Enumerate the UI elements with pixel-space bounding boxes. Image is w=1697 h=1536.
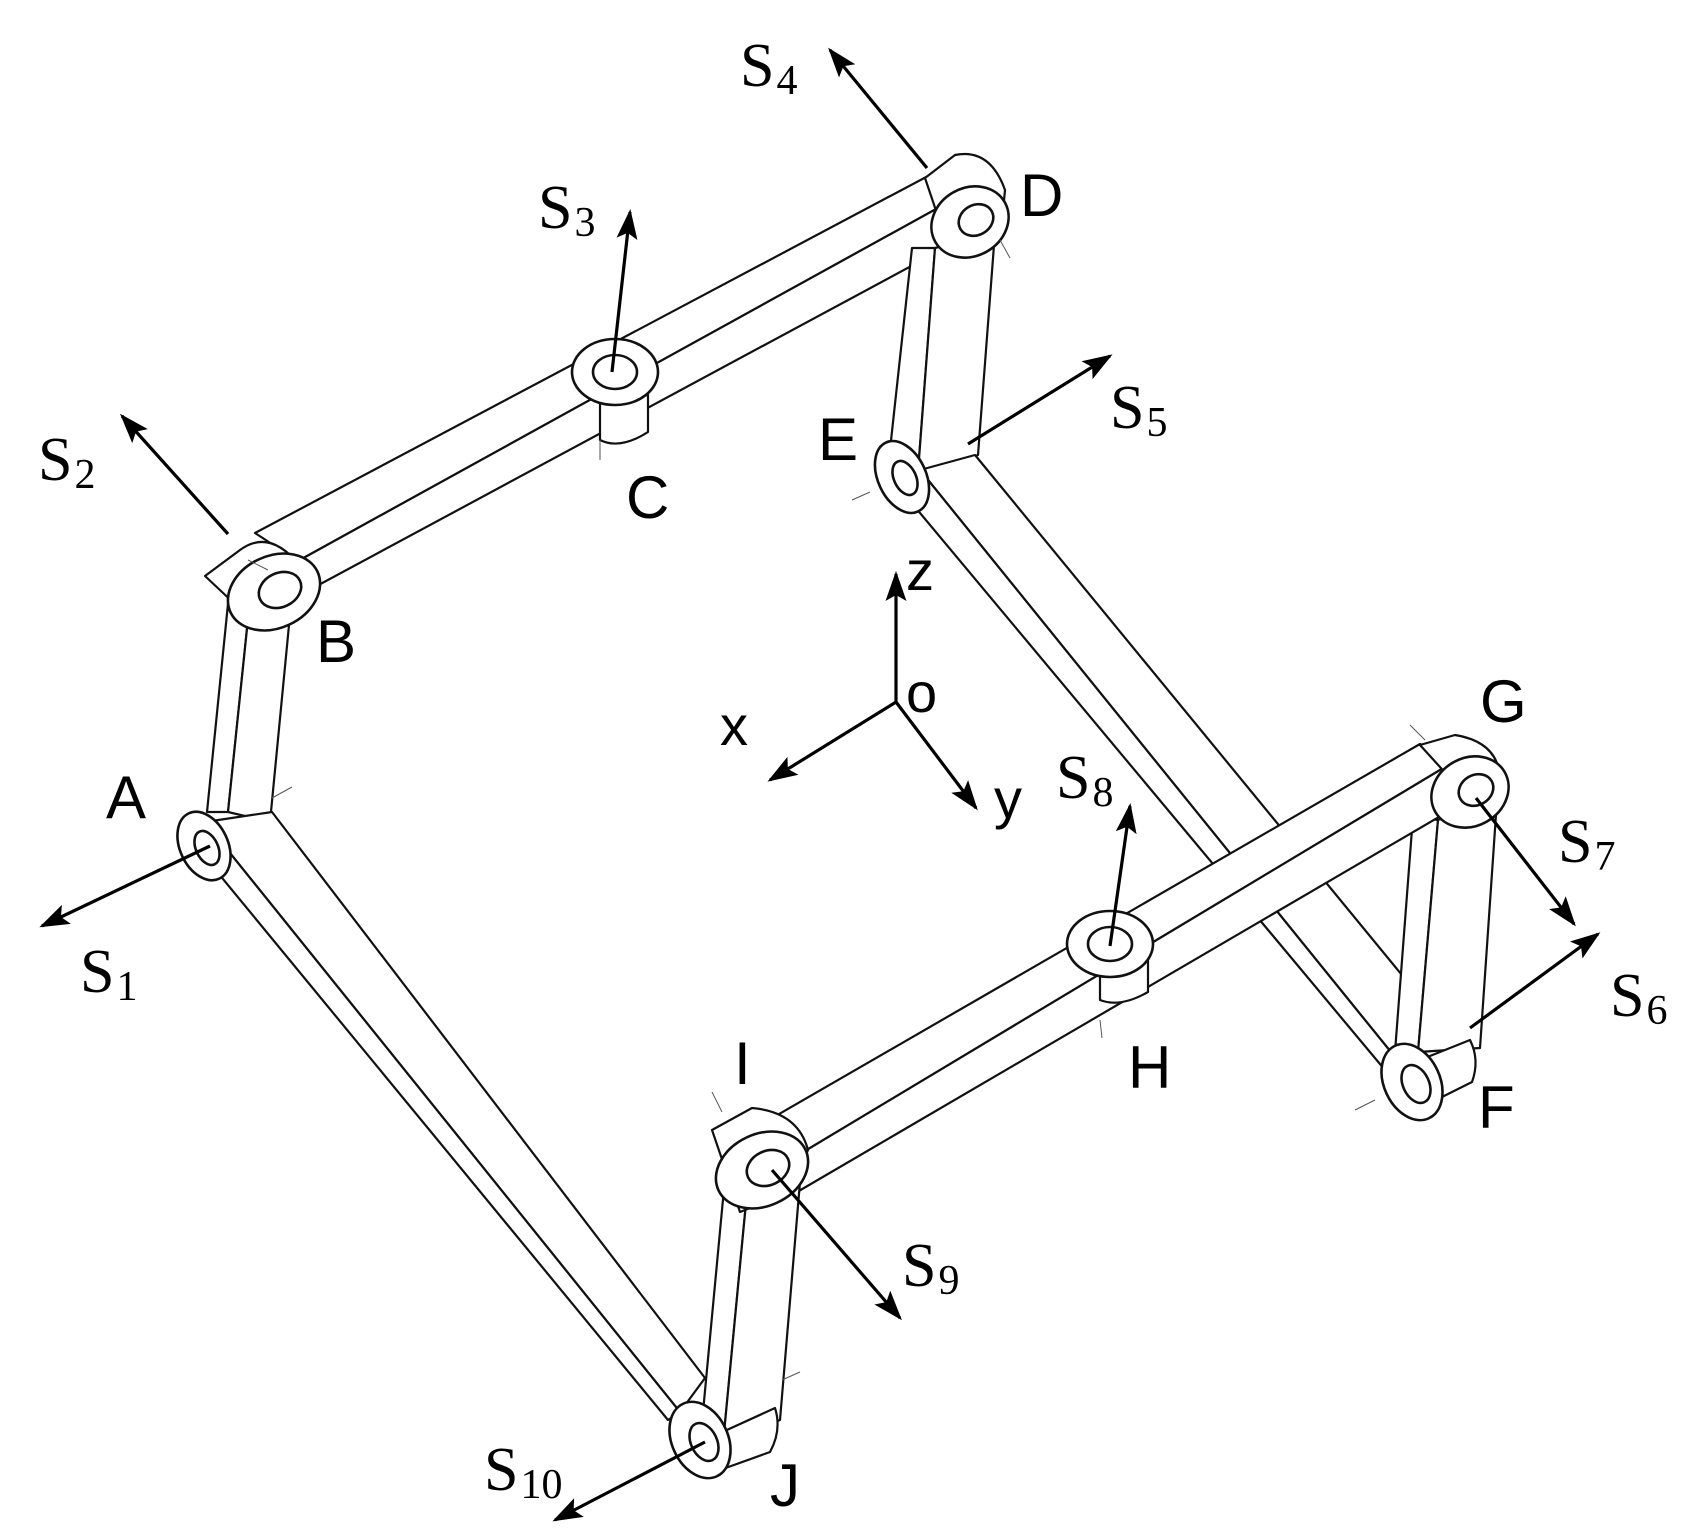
point-label-i: I — [734, 1030, 751, 1097]
point-label-g: G — [1480, 668, 1527, 735]
joint-e — [873, 439, 931, 515]
axis-s10 — [552, 1440, 706, 1522]
point-label-a: A — [106, 764, 146, 831]
axis-s5 — [967, 354, 1113, 446]
links — [193, 165, 1499, 1446]
screw-label-s1: S1 — [80, 938, 137, 1010]
screw-labels: S1 S2 S3 S4 S5 S6 S7 S8 S9 S10 — [38, 32, 1667, 1508]
screw-label-s6: S6 — [1610, 962, 1667, 1034]
axis-s2 — [119, 413, 230, 536]
screw-label-s7: S7 — [1558, 808, 1615, 880]
point-label-h: H — [1128, 1034, 1171, 1101]
link-ij — [698, 1176, 802, 1446]
joint-g — [1418, 733, 1510, 829]
joint-i — [710, 1106, 810, 1214]
screw-label-s8: S8 — [1056, 744, 1113, 816]
screw-label-s3: S3 — [538, 174, 595, 246]
point-labels: A B C D E F G H I J — [106, 162, 1527, 1519]
screw-label-s5: S5 — [1110, 374, 1167, 446]
joint-j — [668, 1400, 779, 1480]
point-label-f: F — [1478, 1074, 1515, 1141]
screw-axes — [39, 47, 1601, 1522]
joint-c — [570, 337, 660, 445]
center-marks — [247, 239, 1426, 1381]
axis-s1 — [39, 844, 211, 928]
point-label-j: J — [770, 1452, 800, 1519]
coordinate-frame: o z x y — [720, 539, 1022, 830]
y-axis-label: y — [994, 767, 1022, 830]
joint-f — [1380, 1038, 1477, 1122]
axis-s9 — [770, 1168, 902, 1321]
screw-label-s9: S9 — [902, 1232, 959, 1304]
y-axis-arrow — [894, 701, 978, 811]
axis-s3 — [610, 209, 638, 373]
origin-label: o — [906, 661, 937, 724]
point-label-e: E — [818, 406, 858, 473]
joints — [176, 152, 1510, 1480]
point-label-c: C — [626, 464, 669, 531]
point-label-b: B — [316, 608, 356, 675]
link-ja — [193, 810, 707, 1422]
z-axis-label: z — [906, 539, 934, 602]
link-fg — [1393, 798, 1499, 1054]
x-axis-label: x — [720, 694, 748, 757]
axis-s7 — [1474, 797, 1576, 927]
axis-s4 — [828, 47, 929, 170]
axis-s8 — [1108, 803, 1137, 947]
screw-label-s4: S4 — [740, 32, 797, 104]
x-axis-arrow — [767, 700, 897, 782]
joint-b — [203, 540, 322, 632]
point-label-d: D — [1020, 162, 1063, 229]
screw-label-s10: S10 — [484, 1436, 562, 1508]
screw-label-s2: S2 — [38, 426, 95, 498]
joint-d — [923, 152, 1010, 259]
axis-s6 — [1469, 932, 1601, 1030]
